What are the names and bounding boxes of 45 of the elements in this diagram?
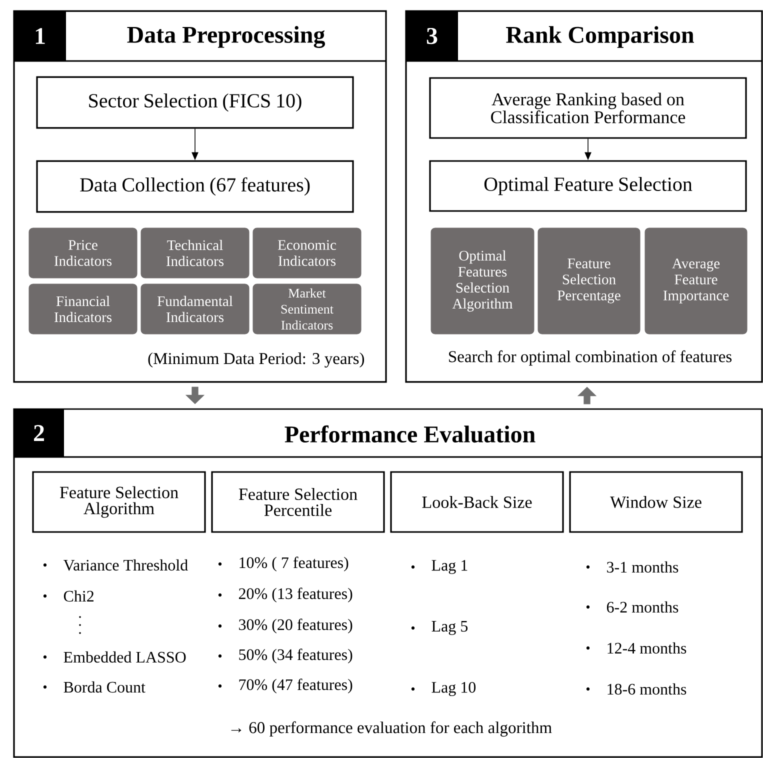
process-box: Data Collection (67 features) [36,160,354,213]
bullet-item: Lag 5 [411,621,468,635]
bullet-item: 18-6 months [586,683,686,695]
process-box: Window Size [569,471,743,533]
process-box: Sector Selection (FICS 10) [36,76,354,129]
panel [13,408,763,758]
panel [13,10,387,383]
panel-note: (Minimum Data Period: 3 years) [148,352,364,368]
bullet-item: 3-1 months [586,561,678,573]
bullet-item: 70% (47 features) [218,678,352,694]
process-box: Feature Selection Algorithm [32,471,206,533]
process-box: Look-Back Size [390,471,564,533]
bullet-item: 30% (20 features) [218,618,352,634]
indicator-box: Financial Indicators [28,284,138,334]
panel-title: Performance Evaluation [284,425,536,443]
indicator-box: Market Sentiment Indicators [252,284,362,334]
panel-title: Rank Comparison [506,26,694,48]
bullet-item: 12-4 months [586,642,686,654]
bullet-item: 6-2 months [586,601,678,613]
indicator-box: Economic Indicators [252,228,362,278]
step-number-badge: 2 [14,409,64,457]
indicator-box: Feature Selection Percentage [538,228,640,334]
step-number-badge: 3 [406,11,458,61]
indicator-box: Price Indicators [28,228,138,278]
panel-note: Search for optimal combination of features [449,350,732,366]
process-box: Average Ranking based on Classification Performance [429,77,747,139]
step-number-badge: 1 [14,11,66,61]
bullet-item: Borda Count [43,681,146,693]
bullet-item: Lag 10 [411,682,476,696]
bullet-item: 10% ( 7 features) [218,556,348,572]
indicator-box: Fundamental Indicators [140,284,250,334]
indicator-box: Technical Indicators [140,228,250,278]
process-box: Optimal Feature Selection [429,160,747,212]
indicator-box: Average Feature Importance [644,228,748,334]
panel-note: → 60 performance evaluation for each algorithm [231,721,552,737]
bullet-item: Embedded LASSO [43,651,186,663]
bullet-item: Variance Threshold [43,559,188,571]
process-box: Feature Selection Percentile [211,471,385,533]
bullet-item: Lag 1 [411,560,468,574]
panel [405,10,763,383]
bullet-item: 20% (13 features) [218,588,352,602]
indicator-box: Optimal Features Selection Algorithm [430,228,534,334]
panel-title: Data Preprocessing [127,26,325,48]
bullet-item: 50% (34 features) [218,648,352,664]
bullet-item: Chi2 [43,590,94,602]
